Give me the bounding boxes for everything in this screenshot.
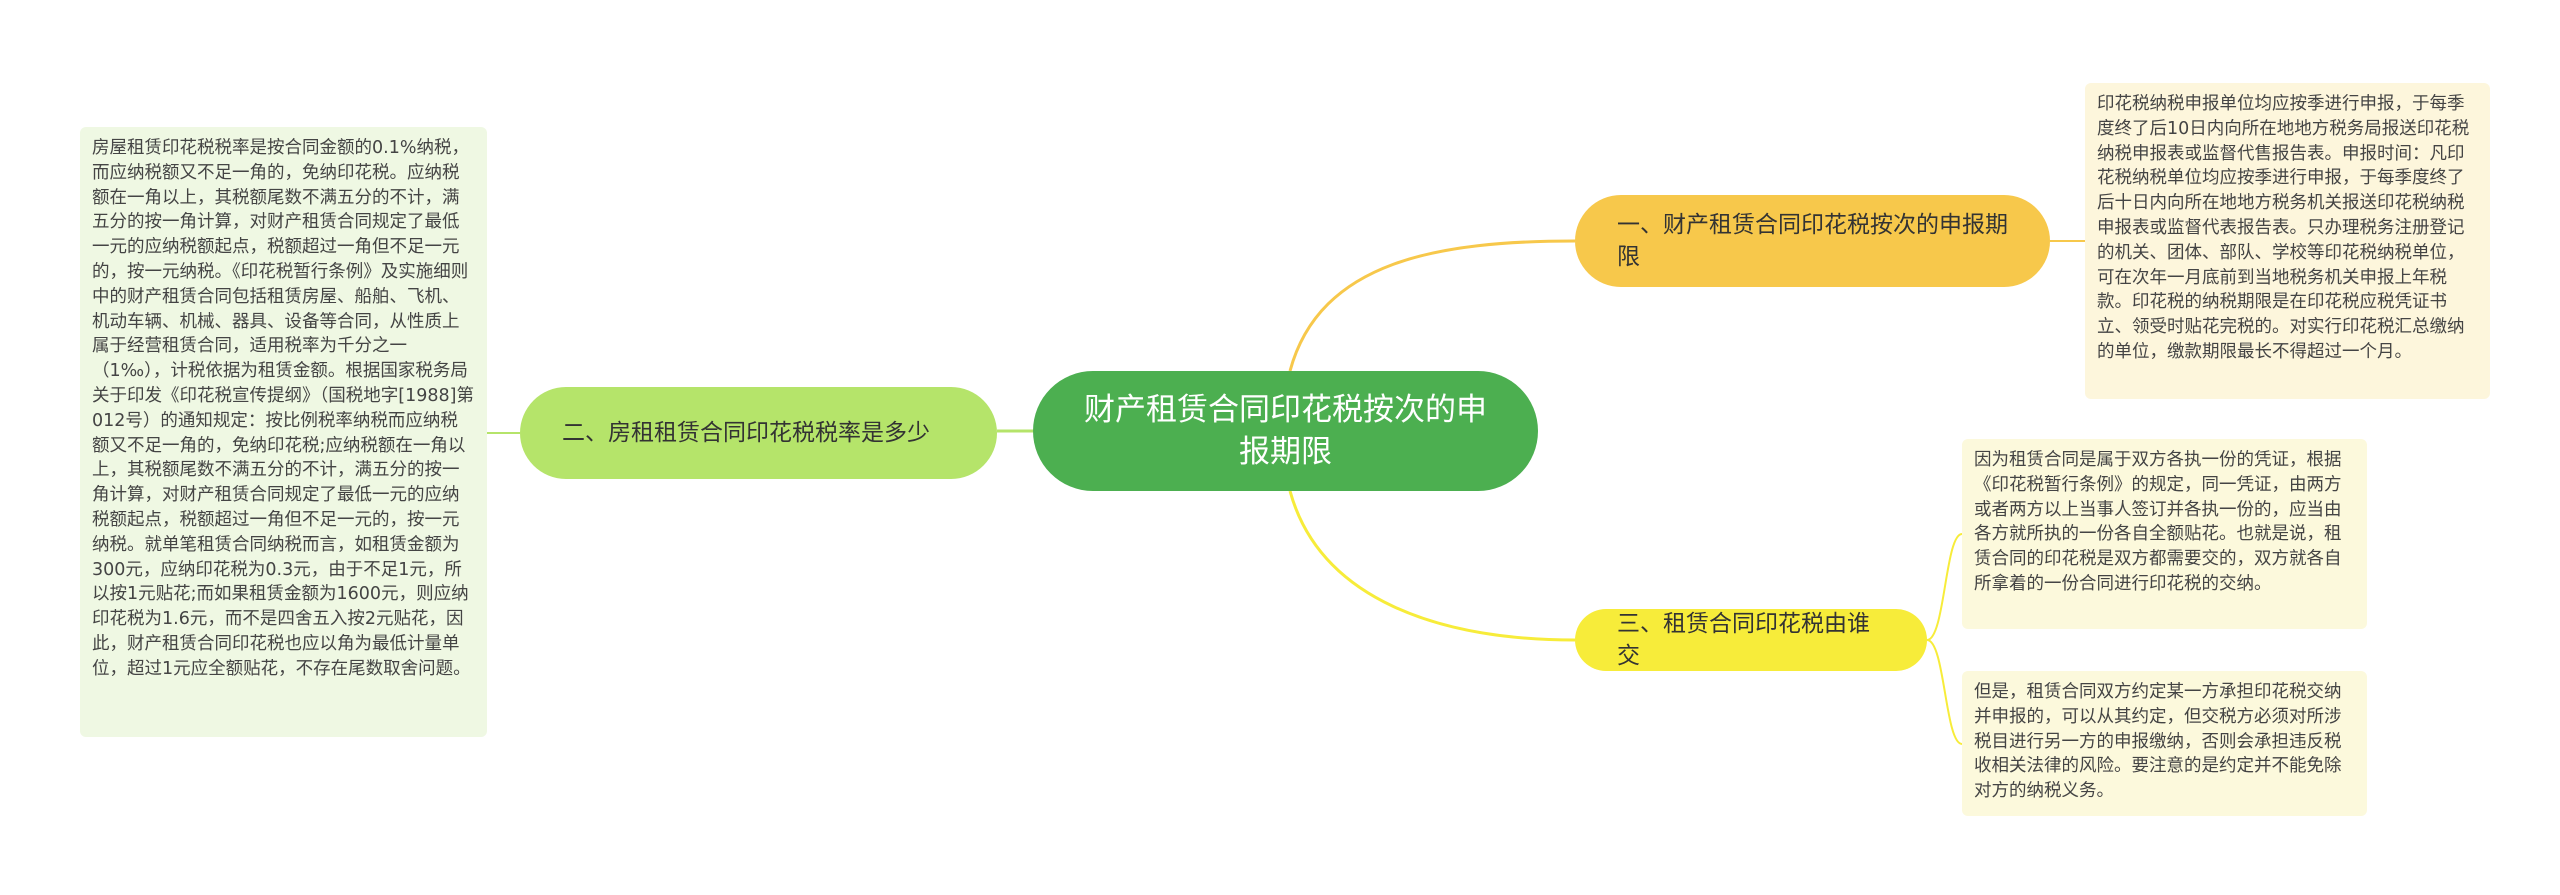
note-both-parties-pay[interactable]: 因为租赁合同是属于双方各执一份的凭证，根据《印花税暂行条例》的规定，同一凭证，由… bbox=[1962, 439, 2367, 629]
connector-branch3-to-note3 bbox=[1926, 533, 1963, 641]
branch-filing-period-label: 一、财产租赁合同印花税按次的申报期限 bbox=[1617, 212, 2008, 270]
branch-who-pays[interactable]: 三、租赁合同印花税由谁交 bbox=[1575, 609, 1927, 671]
central-topic[interactable]: 财产租赁合同印花税按次的申报期限 bbox=[1033, 371, 1538, 491]
note-tax-rate[interactable]: 房屋租赁印花税税率是按合同金额的0.1%纳税，而应纳税额又不足一角的，免纳印花税… bbox=[80, 127, 487, 737]
note-agreement-exception[interactable]: 但是，租赁合同双方约定某一方承担印花税交纳并申报的，可以从其约定，但交税方必须对… bbox=[1962, 671, 2367, 816]
note-filing-period-text: 印花税纳税申报单位均应按季进行申报，于每季度终了后10日内向所在地地方税务局报送… bbox=[2097, 94, 2470, 362]
connector-center-to-branch1 bbox=[1288, 239, 1576, 372]
connector-center-to-branch3 bbox=[1288, 490, 1576, 642]
connector-branch3-to-note4 bbox=[1926, 639, 1963, 745]
note-agreement-exception-text: 但是，租赁合同双方约定某一方承担印花税交纳并申报的，可以从其约定，但交税方必须对… bbox=[1974, 682, 2342, 802]
note-both-parties-pay-text: 因为租赁合同是属于双方各执一份的凭证，根据《印花税暂行条例》的规定，同一凭证，由… bbox=[1974, 450, 2342, 594]
branch-who-pays-label: 三、租赁合同印花税由谁交 bbox=[1617, 611, 1870, 669]
note-tax-rate-text: 房屋租赁印花税税率是按合同金额的0.1%纳税，而应纳税额又不足一角的，免纳印花税… bbox=[92, 138, 474, 679]
branch-tax-rate[interactable]: 二、房租租赁合同印花税税率是多少 bbox=[520, 387, 997, 479]
branch-filing-period[interactable]: 一、财产租赁合同印花税按次的申报期限 bbox=[1575, 195, 2050, 287]
central-topic-label: 财产租赁合同印花税按次的申报期限 bbox=[1084, 392, 1487, 470]
note-filing-period[interactable]: 印花税纳税申报单位均应按季进行申报，于每季度终了后10日内向所在地地方税务局报送… bbox=[2085, 83, 2490, 399]
branch-tax-rate-label: 二、房租租赁合同印花税税率是多少 bbox=[562, 420, 930, 446]
